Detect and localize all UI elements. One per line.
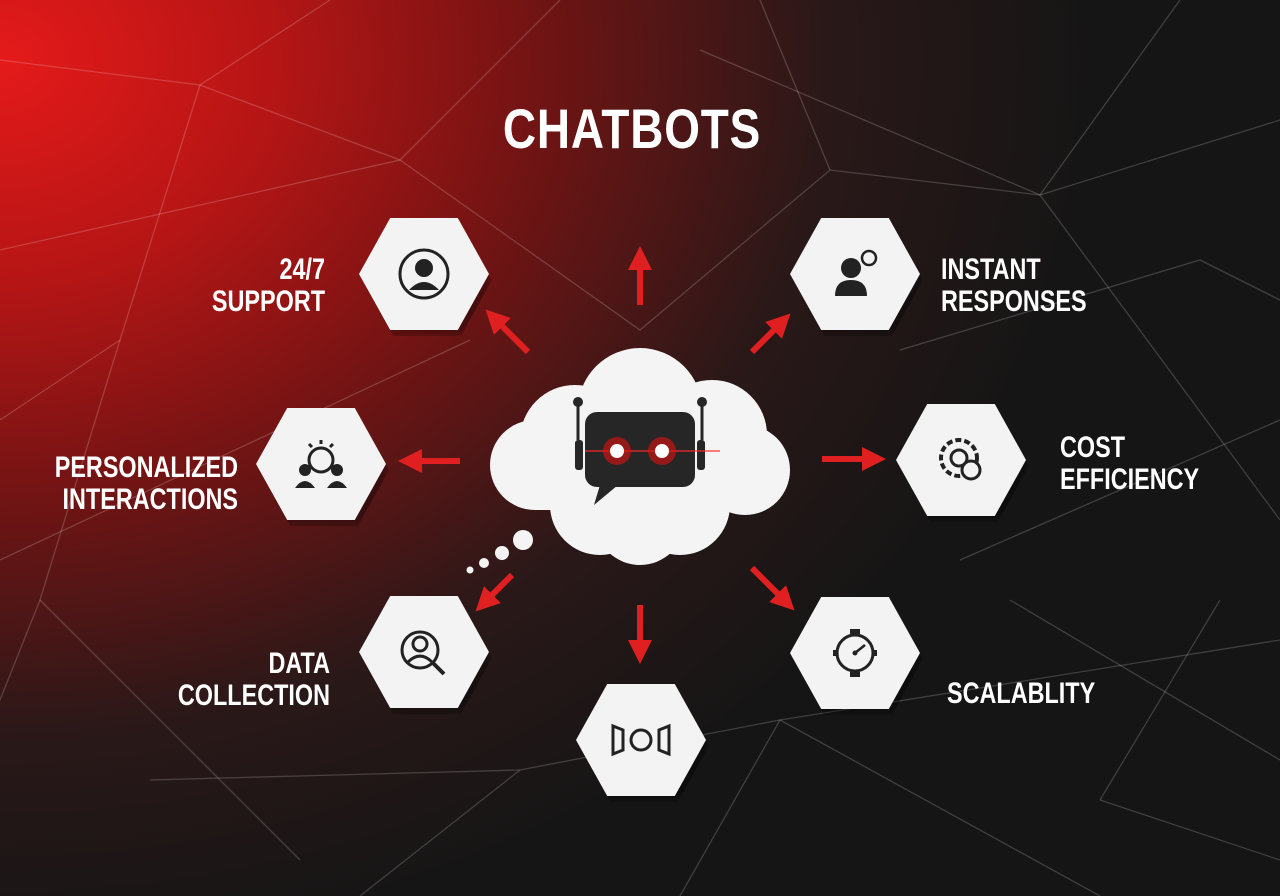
- arrow-down-right: [749, 565, 795, 611]
- hex-data[interactable]: [359, 596, 489, 708]
- hex-instant[interactable]: [790, 218, 920, 330]
- hex-bottom[interactable]: [576, 684, 706, 796]
- robot-chat-icon: [573, 397, 720, 505]
- user-search-icon: [400, 630, 446, 676]
- hex-scalability[interactable]: [790, 597, 920, 709]
- label-scalability: SCALABLITY: [947, 677, 1096, 710]
- hex-support[interactable]: [359, 218, 489, 330]
- hex-cost[interactable]: [896, 404, 1026, 516]
- page-title: CHATBOTS: [502, 97, 762, 160]
- user-reply-icon: [835, 249, 878, 296]
- stopwatch-icon: [833, 629, 877, 677]
- user-circle-icon: [398, 248, 450, 300]
- gear-coin-icon: [939, 438, 982, 481]
- arrow-up-left: [485, 309, 531, 355]
- arrow-up-right: [749, 313, 791, 355]
- group-connect-icon: [295, 440, 347, 488]
- arrow-down-left: [475, 572, 515, 612]
- hex-personalized[interactable]: [256, 408, 386, 520]
- bowtie-icon: [611, 723, 671, 757]
